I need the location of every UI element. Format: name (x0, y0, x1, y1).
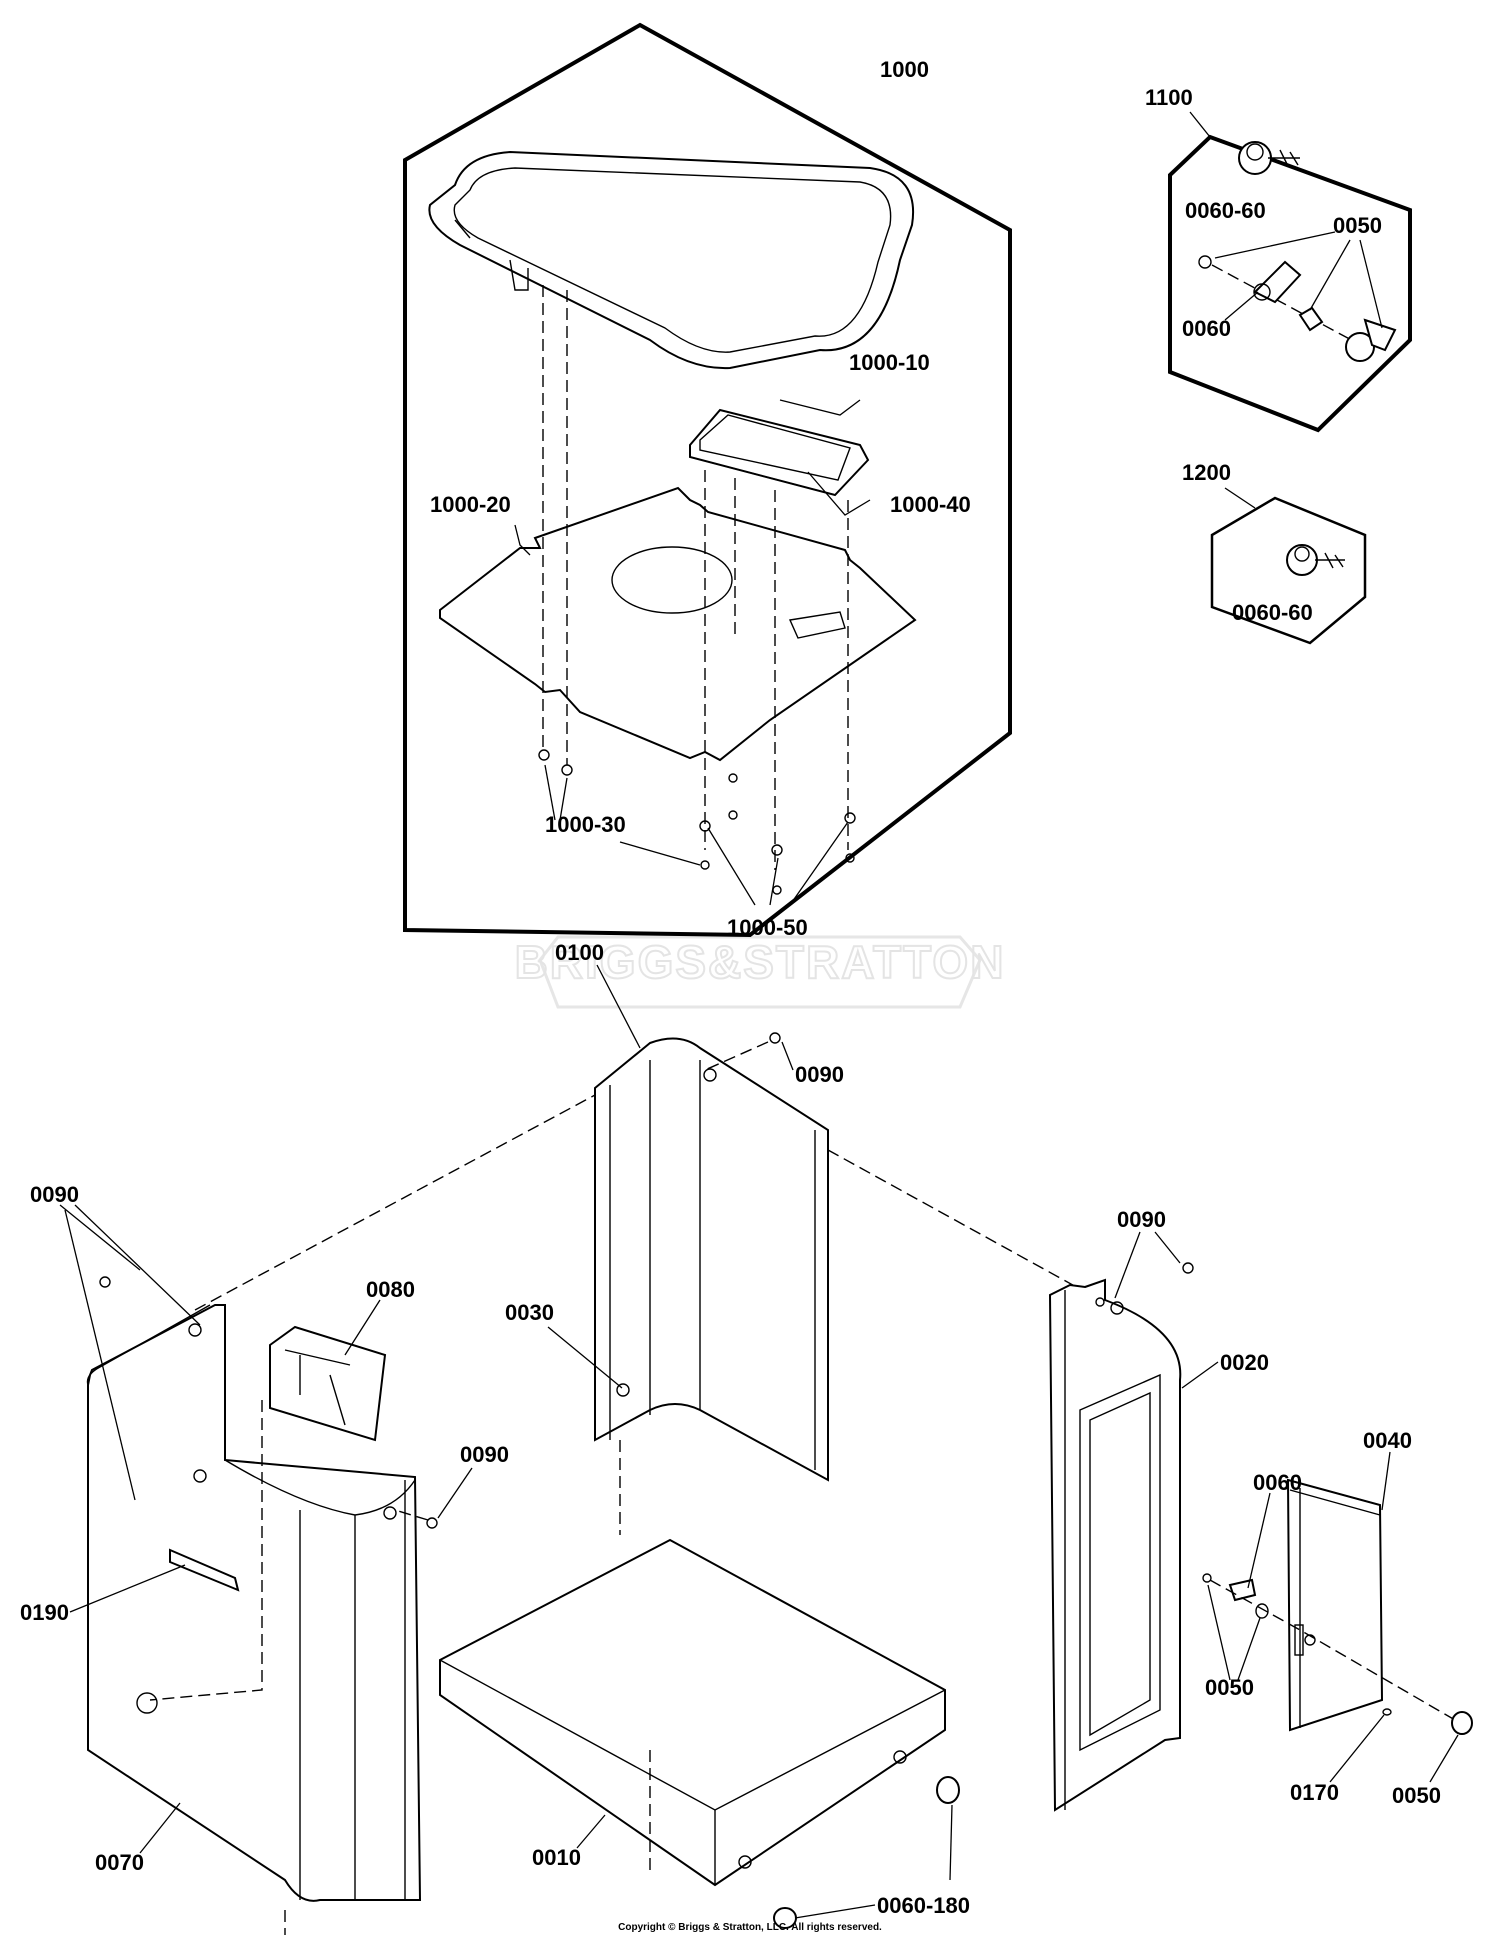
label-0190: 0190 (20, 1600, 69, 1625)
label-0060-180: 0060-180 (877, 1893, 970, 1918)
label-0080: 0080 (366, 1277, 415, 1302)
kit-1000-leaders (514, 399, 871, 906)
brand-watermark: BRIGGS&STRATTON (514, 935, 1006, 1009)
label-0040: 0040 (1363, 1428, 1412, 1453)
screw-icon (99, 1276, 111, 1288)
plate-part (149, 1325, 387, 1701)
badge-0190-shape (169, 1548, 240, 1592)
label-1000-30: 1000-30 (545, 812, 626, 837)
key-cylinder-icon (1238, 141, 1300, 175)
label-0090-left: 0090 (30, 1182, 79, 1207)
screw-right-icon (1182, 1262, 1194, 1274)
assembly-line-back-right (827, 1149, 1101, 1301)
label-0100: 0100 (555, 940, 604, 965)
screw-top-icon (704, 1032, 781, 1071)
label-1000: 1000 (880, 57, 929, 82)
label-1200: 1200 (1182, 460, 1231, 485)
label-0050-b: 0050 (1392, 1783, 1441, 1808)
screw-mid-icon (426, 1517, 438, 1529)
door-latch-parts (1202, 1573, 1473, 1735)
label-1000-10: 1000-10 (849, 350, 930, 375)
back-panel-part (594, 1037, 829, 1482)
label-0090-top: 0090 (795, 1062, 844, 1087)
label-1100-0050: 0050 (1333, 213, 1382, 238)
copyright-notice: Copyright © Briggs & Stratton, LLC. All … (618, 1922, 882, 1933)
label-1100-0060-60: 0060-60 (1185, 198, 1266, 223)
key-icon (1286, 544, 1345, 576)
vent-part (689, 408, 870, 497)
kit-1200-outline (1210, 496, 1367, 645)
label-0090-mid: 0090 (460, 1442, 509, 1467)
assembly-line-left-back (194, 1094, 596, 1311)
kit-1000-outline (403, 22, 1012, 938)
label-0170: 0170 (1290, 1780, 1339, 1805)
gasket-plate-part (439, 486, 917, 762)
label-1100-0060: 0060 (1182, 316, 1231, 341)
label-0090-right: 0090 (1117, 1207, 1166, 1232)
door-part (1286, 1478, 1384, 1732)
base-part (439, 1440, 960, 1929)
label-1000-50: 1000-50 (727, 915, 808, 940)
right-panel-part (1048, 1278, 1182, 1812)
kit-1100-outline (1168, 134, 1412, 433)
label-0060: 0060 (1253, 1470, 1302, 1495)
washers-group (538, 749, 856, 895)
label-1000-40: 1000-40 (890, 492, 971, 517)
kit-1000-assembly-lines (542, 285, 849, 870)
label-0030: 0030 (505, 1300, 554, 1325)
label-1000-20: 1000-20 (430, 492, 511, 517)
grommet-right-icon (936, 1776, 960, 1804)
label-1200-0060-60: 0060-60 (1232, 600, 1313, 625)
label-1100: 1100 (1145, 85, 1193, 110)
left-panel-part (86, 1304, 422, 1902)
label-0070: 0070 (95, 1850, 144, 1875)
label-0010: 0010 (532, 1845, 581, 1870)
label-0020: 0020 (1220, 1350, 1269, 1375)
watermark-text: BRIGGS&STRATTON (515, 936, 1006, 988)
roof-cover-part (428, 150, 915, 370)
cam-lock-parts-icon (1198, 255, 1397, 362)
